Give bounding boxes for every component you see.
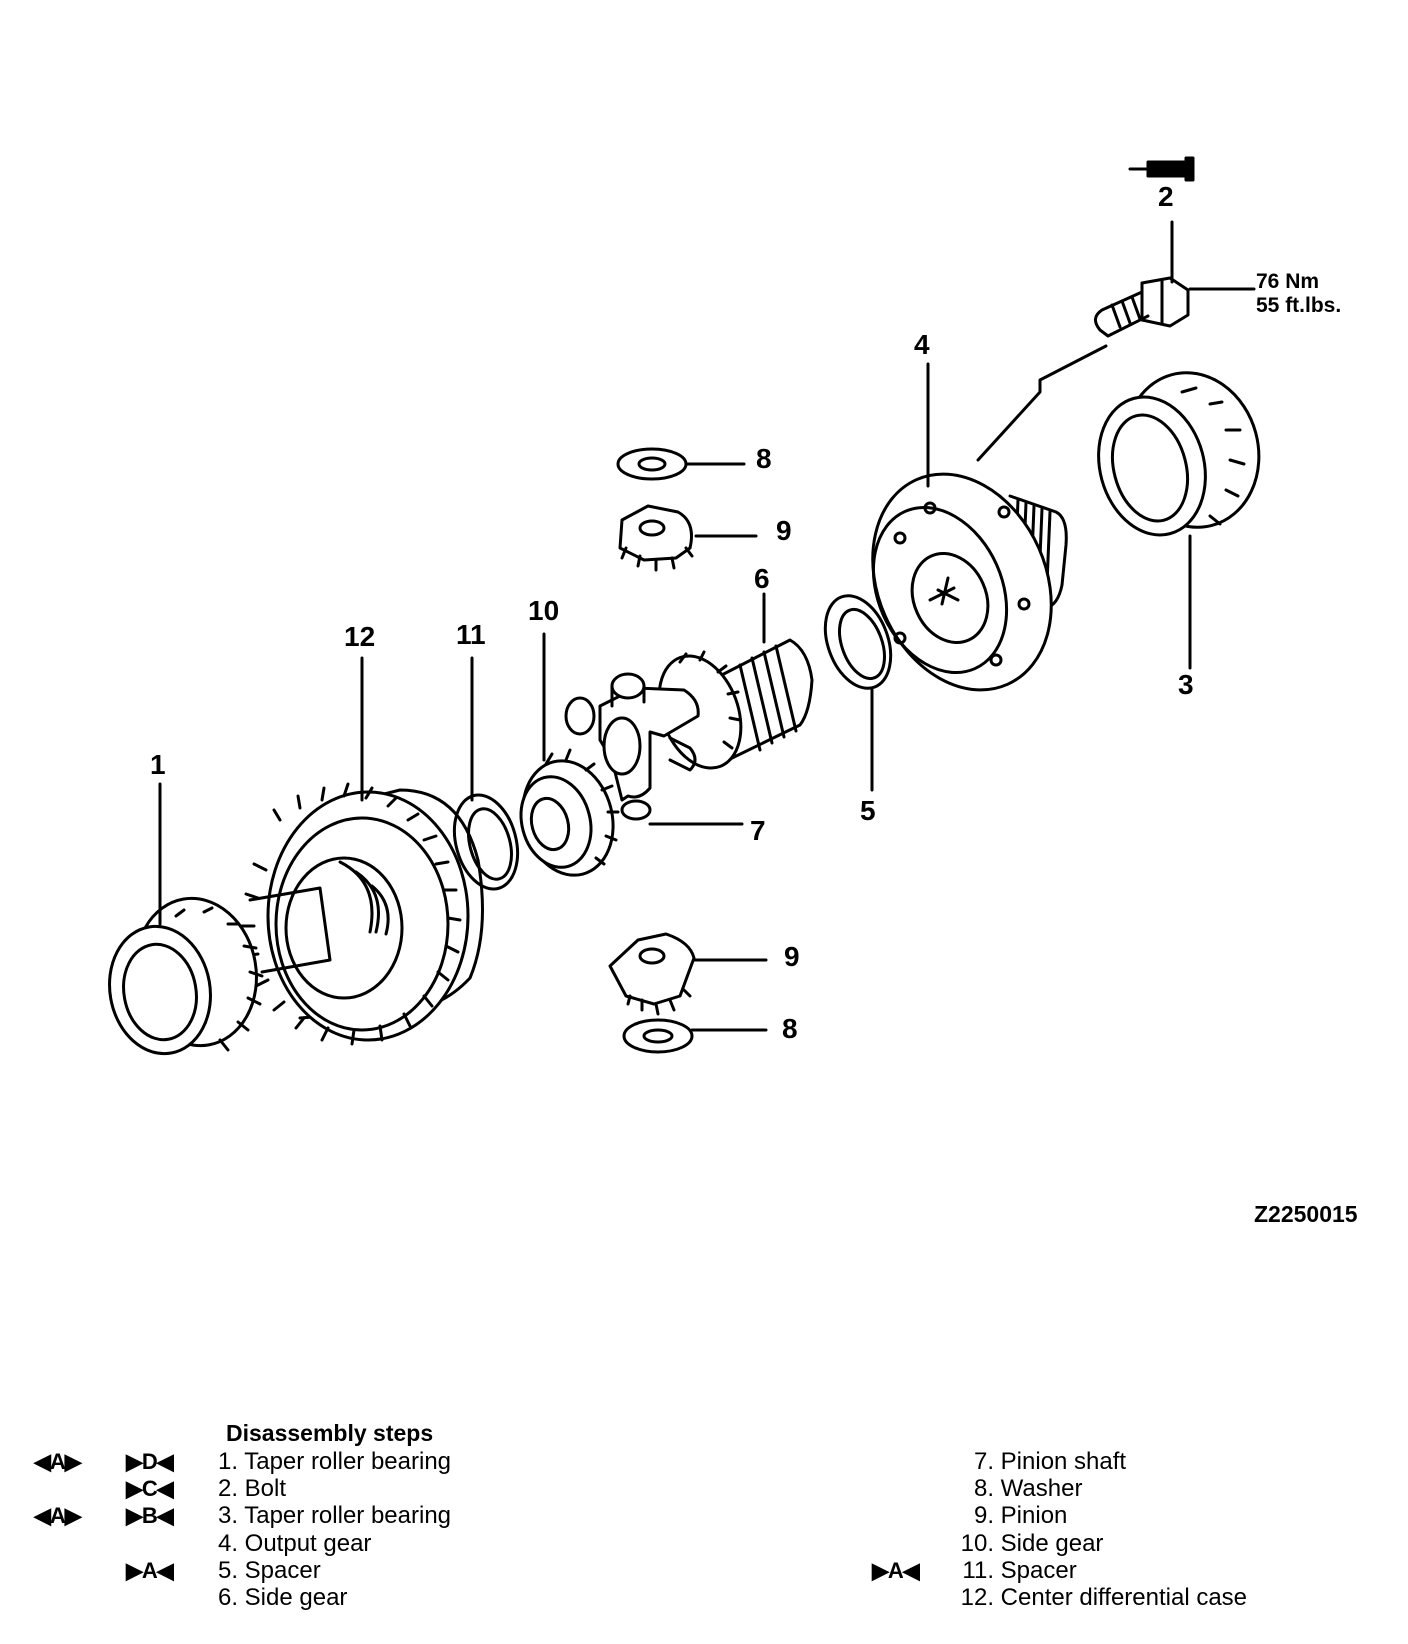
sealant-symbol-icon (1128, 156, 1195, 182)
callout-10: 10 (528, 595, 559, 626)
legend-step-number: 6. (217, 1584, 238, 1611)
legend-title: Disassembly steps (226, 1420, 434, 1446)
callout-9-upper: 9 (776, 515, 792, 546)
service-mark-reassembly: ▶C◀ (126, 1476, 174, 1502)
legend-step-label: Bolt (238, 1475, 287, 1503)
callout-5: 5 (860, 795, 876, 826)
part-center-differential-case (240, 782, 484, 1046)
torque-spec-ftlbs: 55 ft.lbs. (1256, 294, 1341, 317)
part-pinion-upper (618, 504, 694, 572)
legend-step-label: Taper roller bearing (238, 1502, 452, 1530)
legend-step-number: 11. (962, 1556, 994, 1584)
callout-8-lower: 8 (782, 1013, 798, 1044)
legend-step-number: 10. (960, 1529, 994, 1557)
callout-6: 6 (754, 563, 770, 594)
callout-11: 11 (456, 619, 486, 650)
service-mark-disassembly: ◀A▶ (34, 1503, 82, 1529)
legend-step-item: 6. Side gear (204, 1584, 347, 1611)
legend-step-item: 1. Taper roller bearing (204, 1448, 451, 1475)
callout-1: 1 (150, 749, 166, 780)
legend-step-number: 8. (973, 1475, 994, 1503)
callout-4: 4 (914, 329, 930, 360)
callout-9-lower: 9 (784, 941, 800, 972)
legend-step-number: 1. (217, 1448, 238, 1475)
service-mark-reassembly: ▶B◀ (126, 1503, 174, 1529)
torque-spec-nm: 76 Nm (1256, 270, 1319, 293)
service-mark-disassembly: ◀A▶ (34, 1449, 82, 1474)
legend-step-number: 9. (973, 1502, 994, 1530)
legend-step-item: 3. Taper roller bearing (204, 1502, 451, 1529)
legend-step-item: 8. Washer (948, 1475, 1082, 1502)
legend-step-item: 4. Output gear (204, 1530, 371, 1557)
legend-step-item: 7. Pinion shaft (948, 1448, 1126, 1475)
legend-step-label: Center differential case (994, 1584, 1248, 1611)
part-taper-roller-bearing-right (1097, 371, 1261, 537)
service-mark-reassembly: ▶D◀ (126, 1449, 174, 1474)
leader-lines (158, 220, 1256, 1032)
legend-step-label: Pinion (994, 1502, 1068, 1530)
part-output-gear (871, 472, 1068, 692)
legend-step-number: 7. (973, 1448, 994, 1475)
callout-12: 12 (344, 621, 375, 652)
legend-step-number: 5. (217, 1556, 238, 1584)
service-mark-reassembly: ▶A◀ (872, 1557, 920, 1583)
legend-step-item: 5. Spacer (204, 1557, 321, 1584)
legend-step-item: 10. Side gear (948, 1529, 1104, 1557)
legend-step-number: 2. (217, 1475, 238, 1503)
part-bolt (1094, 276, 1190, 338)
figure-id: Z2250015 (1254, 1201, 1358, 1227)
legend-step-label: Taper roller bearing (238, 1448, 452, 1475)
legend-step-item: 12. Center differential case (948, 1584, 1247, 1611)
callout-2: 2 (1158, 181, 1174, 212)
part-washer-lower (622, 1018, 694, 1054)
callout-3: 3 (1178, 669, 1194, 700)
part-pinion-shaft (564, 672, 700, 821)
part-pinion-lower (608, 932, 696, 1016)
legend-step-number: 12. (960, 1584, 994, 1611)
legend-step-label: Side gear (238, 1584, 348, 1611)
callout-8-upper: 8 (756, 443, 772, 474)
part-spacer-5 (823, 594, 893, 690)
service-mark-reassembly: ▶A◀ (126, 1557, 174, 1583)
part-spacer-11 (452, 793, 520, 891)
part-washer-upper (616, 447, 688, 481)
legend-step-label: Washer (994, 1475, 1083, 1503)
legend-step-label: Pinion shaft (994, 1448, 1127, 1475)
legend-step-number: 3. (217, 1502, 238, 1530)
callout-7: 7 (750, 815, 766, 846)
legend-step-item: 2. Bolt (204, 1475, 286, 1502)
legend-step-label: Spacer (994, 1556, 1077, 1584)
legend-step-label: Spacer (238, 1556, 321, 1584)
legend-step-label: Side gear (994, 1529, 1104, 1557)
legend-step-number: 4. (217, 1529, 238, 1557)
legend-step-label: Output gear (238, 1529, 372, 1557)
part-side-gear-10 (519, 748, 620, 877)
part-side-gear-6 (657, 638, 814, 770)
legend-step-item: 11. Spacer (948, 1556, 1077, 1584)
part-taper-roller-bearing-left (108, 896, 264, 1056)
legend-step-item: 9. Pinion (948, 1502, 1067, 1529)
